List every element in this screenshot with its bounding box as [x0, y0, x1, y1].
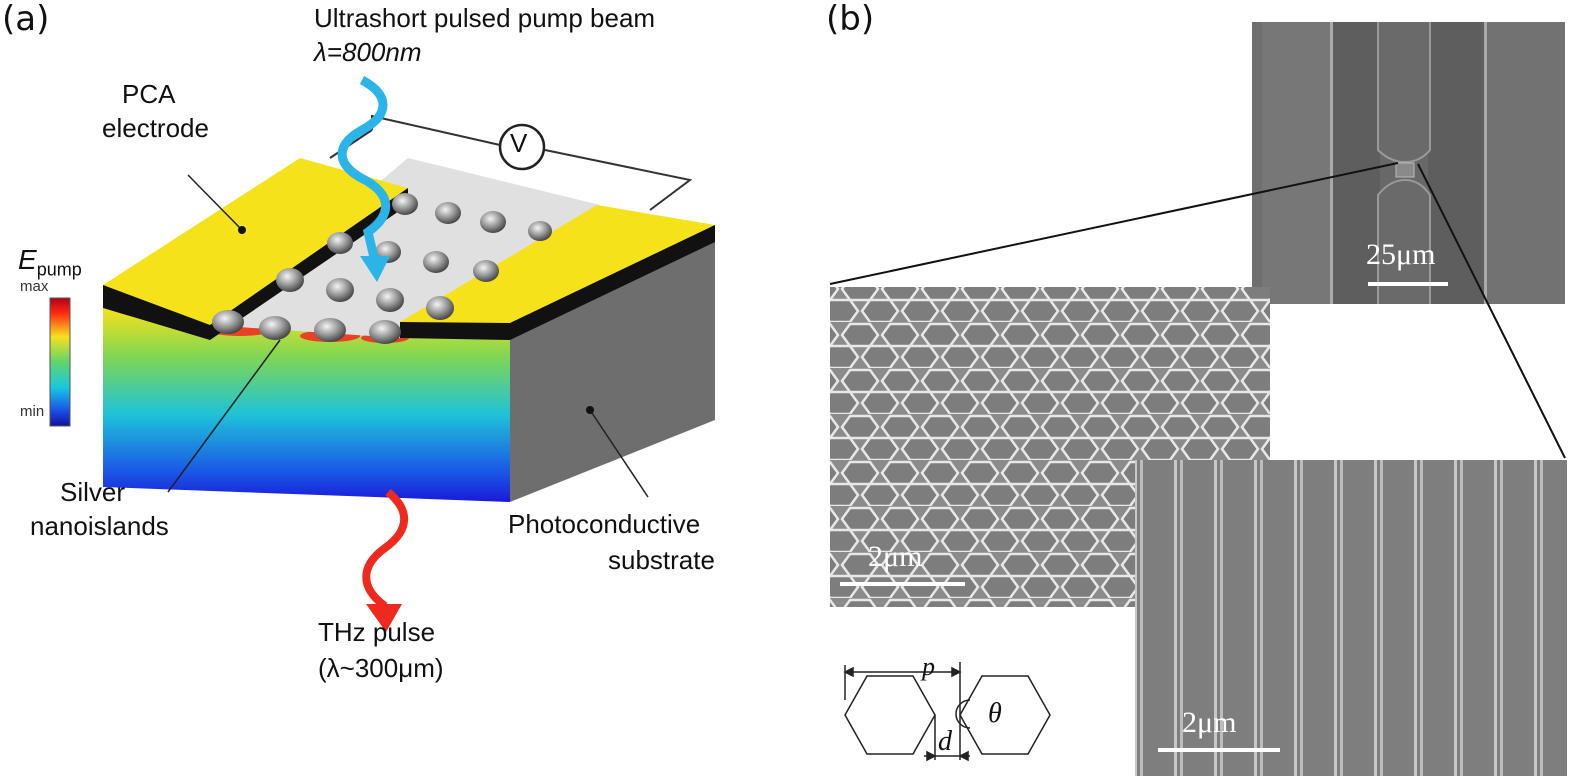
pump-beam-label: Ultrashort pulsed pump beam [314, 3, 656, 33]
voltmeter-circle [498, 123, 546, 171]
field-distribution [103, 308, 510, 502]
right-electrode [400, 205, 715, 323]
pump-wavelength-label: λ=800nm [314, 37, 422, 67]
scale-label-left: 2μm [868, 540, 923, 573]
electrode-label-line1: PCA [122, 79, 176, 109]
scale-bar-top [1368, 282, 1448, 286]
nanoislands-label-line1: Silver [60, 477, 126, 507]
substrate-label-line1: Photoconductive [508, 509, 701, 539]
angle-theta-label: θ [988, 698, 1002, 729]
nanoislands-label-line2: nanoislands [30, 511, 169, 541]
panel-b-label: (b) [826, 0, 875, 39]
left-electrode [103, 158, 408, 325]
colorbar-symbol: E [18, 244, 37, 275]
electrode-label-line2: electrode [102, 113, 209, 143]
hexagon-geometry-diagram [843, 662, 1051, 762]
thz-beam [362, 488, 409, 610]
thz-label-line2: (λ~300μm) [318, 653, 444, 683]
scale-bar-left [840, 582, 965, 586]
colorbar [49, 297, 71, 427]
sem-image-overview [1252, 22, 1565, 304]
scale-label-top: 25μm [1366, 238, 1436, 271]
scale-label-right: 2μm [1182, 706, 1237, 739]
panel-a-label: (a) [2, 0, 50, 39]
period-p-label: p [922, 652, 935, 681]
colorbar-min: min [20, 403, 45, 420]
colorbar-title: Epump [18, 244, 82, 280]
substrate-label-line2: substrate [608, 545, 715, 575]
panel-a-device [103, 76, 715, 632]
pump-beam [337, 76, 391, 264]
gap-d-label: d [938, 726, 952, 757]
thz-label-line1: THz pulse [318, 617, 436, 647]
colorbar-max: max [20, 278, 49, 295]
nanoislands [212, 193, 552, 344]
colorbar-subscript: pump [36, 259, 82, 280]
voltmeter-label: V [510, 128, 528, 158]
scale-bar-right [1158, 748, 1280, 752]
